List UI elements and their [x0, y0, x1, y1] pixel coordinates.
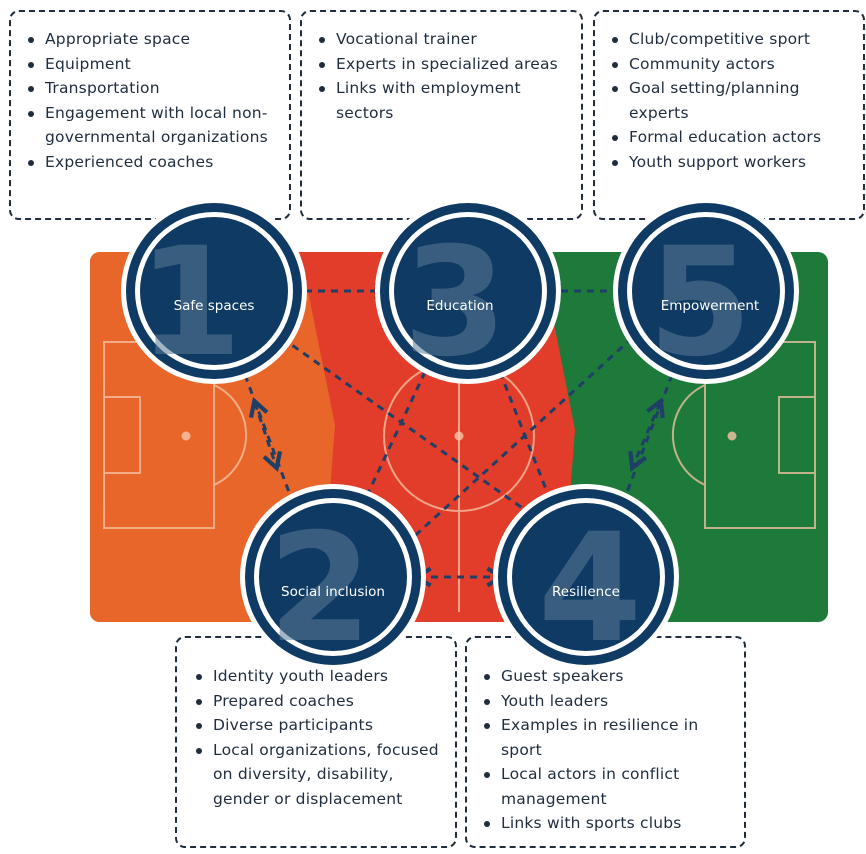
- connector-lines: [243, 291, 674, 577]
- connector-3-4: [498, 371, 553, 503]
- pillar-label: Empowerment: [661, 298, 759, 314]
- pillar-label: Education: [426, 298, 493, 314]
- list-item: Local actors in conflict management: [481, 762, 736, 811]
- pillar-label: Social inclusion: [281, 584, 385, 600]
- pillar-number: 2: [268, 502, 372, 676]
- list-item: Diverse participants: [193, 713, 447, 738]
- connector-3-2: [362, 371, 427, 503]
- list-item: Links with sports clubs: [481, 811, 736, 836]
- list-item: Transportation: [25, 76, 279, 101]
- pillar-circle-2: 2 Social inclusion: [240, 484, 426, 676]
- list-item: Vocational trainer: [316, 27, 571, 52]
- list-item: Youth support workers: [609, 150, 857, 175]
- list-item: Engagement with local non-governmental o…: [25, 101, 279, 150]
- list-item: Local organizations, focused on diversit…: [193, 738, 447, 812]
- connector-5-2: [406, 336, 634, 544]
- list-item: Experienced coaches: [25, 150, 279, 175]
- list-item: Appropriate space: [25, 27, 279, 52]
- connector-1-bottom: [243, 374, 294, 501]
- pillar-circle-5: 5 Empowerment: [613, 198, 799, 390]
- list-item: Equipment: [25, 52, 279, 77]
- list-item: Prepared coaches: [193, 689, 447, 714]
- list-item: Goal setting/planning experts: [609, 76, 857, 125]
- list-item: Club/competitive sport: [609, 27, 857, 52]
- connector-1-2: [255, 403, 276, 466]
- pillar-number: 4: [538, 502, 642, 676]
- pillar-circle-4: 4 Resilience: [493, 484, 679, 676]
- pillar-number: 5: [648, 216, 752, 390]
- pillar-number: 3: [403, 216, 507, 390]
- list-item: Formal education actors: [609, 125, 857, 150]
- list-item: Experts in specialized areas: [316, 52, 571, 77]
- pillar-label: Safe spaces: [174, 298, 255, 314]
- list-item: Community actors: [609, 52, 857, 77]
- social-inclusion-resources-box: Identity youth leaders Prepared coaches …: [175, 636, 457, 848]
- connector-1-4: [281, 336, 546, 526]
- list-item: Examples in resilience in sport: [481, 713, 736, 762]
- pillar-circle-1: 1 Safe spaces: [121, 198, 307, 390]
- list-item: Identity youth leaders: [193, 664, 447, 689]
- pillar-number: 1: [138, 216, 242, 390]
- pillar-circle-3: 3 Education: [375, 198, 561, 390]
- connector-5-bottom: [622, 374, 674, 501]
- list-item: Links with employment sectors: [316, 76, 571, 125]
- connector-5-4: [633, 403, 660, 466]
- resilience-resources-box: Guest speakers Youth leaders Examples in…: [465, 636, 746, 848]
- pillar-label: Resilience: [552, 584, 620, 600]
- list-item: Youth leaders: [481, 689, 736, 714]
- list-item: Guest speakers: [481, 664, 736, 689]
- safe-spaces-resources-box: Appropriate space Equipment Transportati…: [9, 10, 291, 220]
